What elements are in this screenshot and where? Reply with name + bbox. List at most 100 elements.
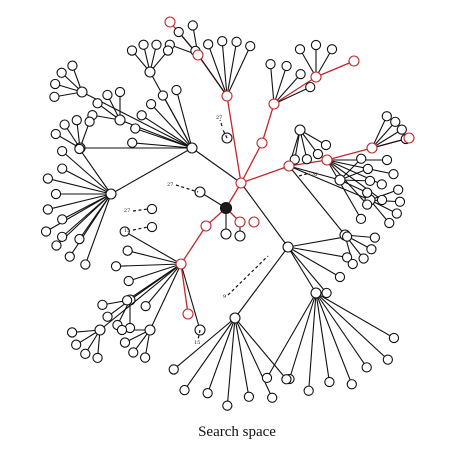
tree-node-144 xyxy=(229,312,241,324)
edge-length-label: 27 xyxy=(216,115,222,121)
tree-node-109 xyxy=(362,163,374,175)
tree-edge-124 xyxy=(149,263,182,331)
tree-node-85 xyxy=(92,98,103,109)
tree-node-62 xyxy=(222,400,233,411)
tree-node-152 xyxy=(146,221,158,233)
tree-node-118 xyxy=(358,253,369,264)
root-node xyxy=(219,201,233,215)
tree-edge-156 xyxy=(197,329,201,341)
tree-node-15 xyxy=(157,90,169,101)
tree-edge-20 xyxy=(234,246,289,319)
tree-node-55 xyxy=(324,376,335,388)
edge-length-label: 15 xyxy=(124,228,130,234)
edge-length-label: 27 xyxy=(124,208,130,214)
tree-edge-39 xyxy=(79,148,112,195)
tree-node-36 xyxy=(295,68,306,80)
tree-edge-50 xyxy=(273,73,302,105)
tree-node-34 xyxy=(265,59,276,70)
tree-node-58 xyxy=(261,372,273,384)
tree-edge-38 xyxy=(61,150,112,195)
tree-edge-82 xyxy=(287,246,341,278)
tree-edge-155 xyxy=(227,255,269,296)
tree-node-78 xyxy=(51,240,62,251)
tree-node-41 xyxy=(381,154,393,166)
tree-edge-64 xyxy=(371,138,406,149)
tree-edge-75 xyxy=(234,317,250,397)
tree-node-112 xyxy=(393,184,404,195)
tree-edge-49 xyxy=(273,65,288,105)
tree-node-60 xyxy=(267,392,278,403)
tree-node-17 xyxy=(74,233,85,245)
tree-node-86 xyxy=(102,89,113,101)
tree-node-133 xyxy=(321,154,333,166)
tree-node-18 xyxy=(56,231,68,243)
tree-node-105 xyxy=(128,347,139,358)
tree-node-63 xyxy=(202,388,213,399)
tree-node-5 xyxy=(94,324,106,336)
tree-node-37 xyxy=(305,81,316,93)
tree-node-49 xyxy=(396,124,407,135)
tree-node-59 xyxy=(281,374,292,385)
tree-edge-1 xyxy=(226,95,242,184)
tree-node-129 xyxy=(268,98,280,110)
tree-node-42 xyxy=(388,168,399,180)
tree-node-54 xyxy=(346,379,357,390)
tree-node-70 xyxy=(140,300,151,312)
tree-node-10 xyxy=(294,124,306,136)
tree-node-64 xyxy=(179,384,190,396)
tree-edge-44 xyxy=(226,45,251,97)
tree-node-53 xyxy=(361,362,372,373)
tree-edge-10 xyxy=(326,147,373,161)
tree-node-147 xyxy=(220,228,232,240)
tree-edge-68 xyxy=(315,292,353,385)
tree-node-75 xyxy=(119,226,130,237)
tree-edge-56 xyxy=(326,159,394,175)
caption: Search space xyxy=(198,424,276,440)
tree-edge-66 xyxy=(315,292,389,361)
tree-node-12 xyxy=(130,123,141,134)
tree-node-27 xyxy=(203,39,214,50)
tree-node-137 xyxy=(175,258,187,270)
tree-edge-84 xyxy=(145,263,182,307)
tree-node-7 xyxy=(334,174,346,186)
tree-edge-36 xyxy=(47,178,112,195)
tree-node-71 xyxy=(121,295,133,306)
tree-edge-77 xyxy=(207,317,236,394)
tree-node-19 xyxy=(57,214,68,225)
tree-node-20 xyxy=(42,204,54,215)
tree-node-132 xyxy=(283,160,295,172)
tree-node-23 xyxy=(57,163,68,174)
tree-edge-89 xyxy=(124,231,182,265)
tree-node-43 xyxy=(376,179,387,190)
tree-edge-59 xyxy=(326,159,368,205)
tree-edge-21 xyxy=(287,246,317,294)
tree-node-76 xyxy=(80,259,91,270)
tree-node-48 xyxy=(390,116,401,128)
tree-node-61 xyxy=(243,391,255,402)
tree-edge-25 xyxy=(132,142,193,149)
tree-edge-129 xyxy=(288,165,341,181)
tree-node-74 xyxy=(122,245,133,256)
tree-node-14 xyxy=(145,98,157,110)
tree-edge-72 xyxy=(266,292,317,379)
tree-node-16 xyxy=(171,84,182,96)
tree-node-47 xyxy=(381,111,392,122)
tree-node-80 xyxy=(49,91,60,103)
tree-node-102 xyxy=(71,339,82,350)
tree-node-115 xyxy=(384,217,395,229)
tree-edge-88 xyxy=(127,250,182,265)
tree-node-33 xyxy=(187,20,198,31)
tree-node-130 xyxy=(310,71,322,83)
tree-edge-37 xyxy=(61,168,112,195)
tree-edge-80 xyxy=(287,236,348,248)
tree-node-3 xyxy=(144,66,156,78)
tree-edge-65 xyxy=(315,292,395,339)
tree-edge-71 xyxy=(288,292,317,380)
tree-node-99 xyxy=(97,299,108,311)
tree-edge-79 xyxy=(173,317,236,370)
tree-edge-139 xyxy=(288,165,346,236)
tree-node-143 xyxy=(282,241,294,253)
tree-edge-30 xyxy=(175,89,193,149)
